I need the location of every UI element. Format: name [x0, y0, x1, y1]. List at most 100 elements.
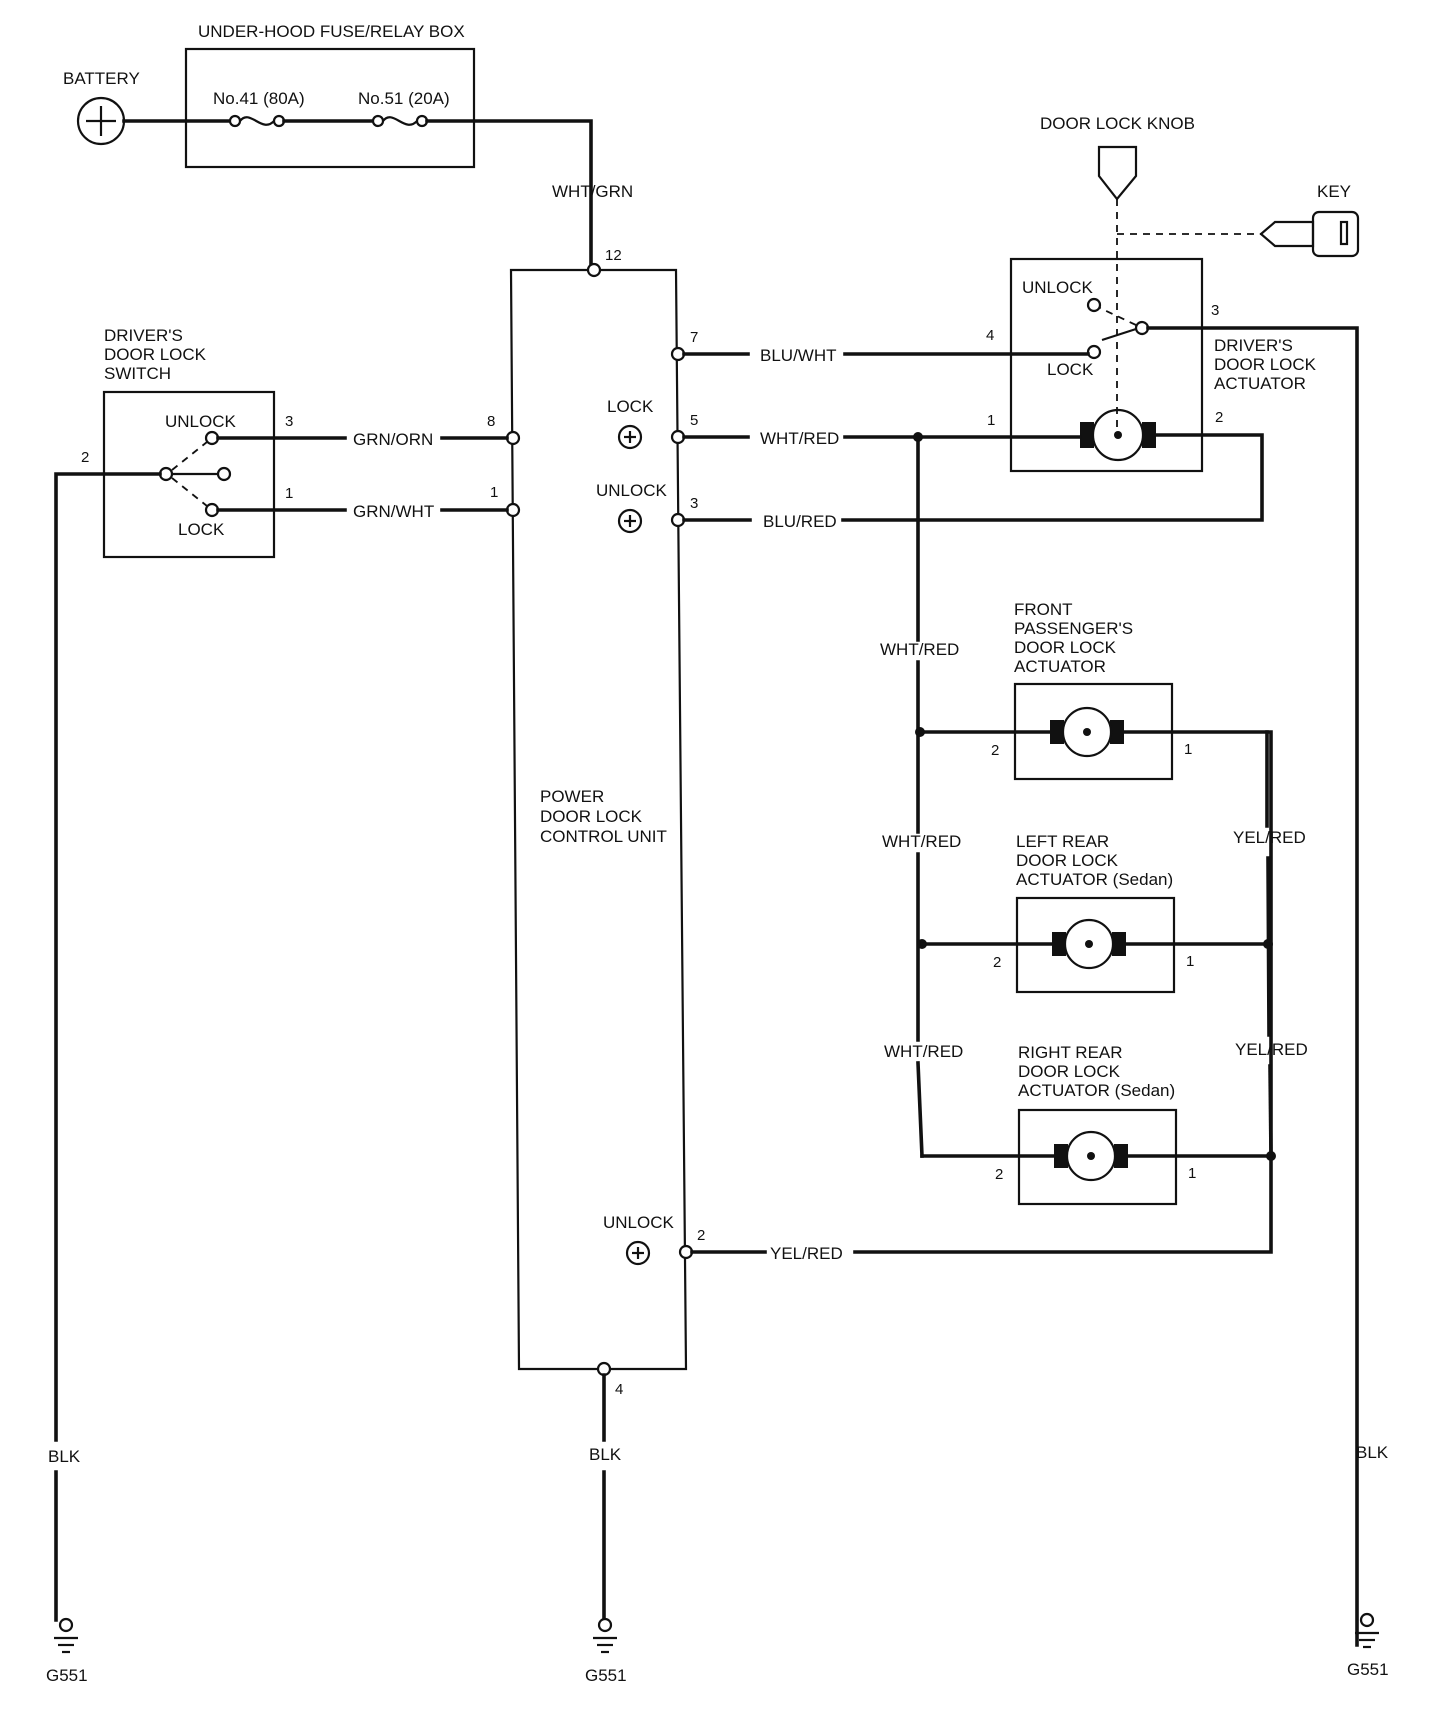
- driver-switch-unlock-label: UNLOCK: [165, 412, 237, 431]
- right-rear-door-lock-actuator: RIGHT REAR DOOR LOCK ACTUATOR (Sedan) 2 …: [920, 1043, 1273, 1206]
- control-unit-title-3: CONTROL UNIT: [540, 827, 667, 846]
- control-unit-right-wires: BLU/WHT WHT/RED BLU/RED YEL/RED: [682, 326, 1359, 1647]
- wire-wht-red-2-label: WHT/RED: [882, 832, 961, 851]
- left-rear-title-1: LEFT REAR: [1016, 832, 1109, 851]
- driver-switch-title-2: DOOR LOCK: [104, 345, 207, 364]
- left-rear-motor: [1063, 918, 1115, 970]
- yel-red-bus: YEL/RED YEL/RED: [1233, 730, 1308, 1161]
- cu-pin-8: 8: [487, 413, 495, 430]
- cu-pin-4: 4: [615, 1381, 623, 1398]
- wire-grn-orn-label: GRN/ORN: [353, 430, 433, 449]
- wire-wht-red-main-label: WHT/RED: [760, 429, 839, 448]
- wire-yel-red-2-label: YEL/RED: [1235, 1040, 1308, 1059]
- ground-left-label: G551: [46, 1666, 88, 1685]
- wire-wht-grn: [425, 119, 593, 272]
- switch-to-control-unit-wires: GRN/ORN GRN/WHT: [216, 430, 509, 521]
- right-rear-title-1: RIGHT REAR: [1018, 1043, 1123, 1062]
- left-rear-title-3: ACTUATOR (Sedan): [1016, 870, 1173, 889]
- ground-center-g551: G551: [585, 1617, 627, 1685]
- under-hood-fuse-relay-box: UNDER-HOOD FUSE/RELAY BOX No.41 (80A) No…: [122, 22, 633, 272]
- ground-right-g551: G551: [1347, 1612, 1389, 1679]
- front-passenger-title-4: ACTUATOR: [1014, 657, 1106, 676]
- driver-actuator-title-1: DRIVER'S: [1214, 336, 1293, 355]
- wire-blu-red: [841, 433, 1264, 522]
- fuse-51-terminal-a: [371, 114, 385, 128]
- driver-actuator-pin-4: 4: [986, 327, 994, 344]
- driver-switch-pin-2: 2: [81, 449, 89, 466]
- key-label: KEY: [1317, 182, 1351, 201]
- wire-blk-left-label: BLK: [48, 1447, 81, 1466]
- right-rear-pin-2: 2: [995, 1166, 1003, 1183]
- fuse-51-symbol: [382, 116, 418, 126]
- ground-right-label: G551: [1347, 1660, 1389, 1679]
- left-rear-pin-1: 1: [1186, 953, 1194, 970]
- driver-actuator-lock-label: LOCK: [1047, 360, 1094, 379]
- cu-lock-plus-icon: [617, 424, 643, 450]
- control-unit-title-1: POWER: [540, 787, 604, 806]
- left-rear-door-lock-actuator: LEFT REAR DOOR LOCK ACTUATOR (Sedan) 2 1: [920, 832, 1270, 994]
- driver-actuator-pin-2: 2: [1215, 409, 1223, 426]
- cu-pin-1: 1: [490, 484, 498, 501]
- cu-lock-label: LOCK: [607, 397, 654, 416]
- wire-wht-grn-label: WHT/GRN: [552, 182, 633, 201]
- ground-center-label: G551: [585, 1666, 627, 1685]
- front-passenger-door-lock-actuator: FRONT PASSENGER'S DOOR LOCK ACTUATOR 2 1: [918, 600, 1192, 781]
- key: KEY: [1117, 182, 1360, 258]
- ground-left-g551: G551: [46, 1617, 88, 1685]
- cu-pin-2: 2: [697, 1227, 705, 1244]
- wire-wht-red-1-label: WHT/RED: [880, 640, 959, 659]
- fuse-41-terminal-a: [228, 114, 242, 128]
- cu-pin-3: 3: [690, 495, 698, 512]
- cu-pin-7: 7: [690, 329, 698, 346]
- right-rear-motor: [1065, 1130, 1117, 1182]
- ground-wires: BLK BLK BLK: [48, 472, 1389, 1622]
- wire-yel-red-1-label: YEL/RED: [1233, 828, 1306, 847]
- door-lock-knob-symbol: [1097, 145, 1138, 201]
- control-unit-outline: [509, 268, 688, 1371]
- drivers-door-lock-actuator: UNLOCK LOCK DRIVER'S DOOR LOCK ACTUATOR …: [986, 257, 1317, 473]
- wire-yel-red-main: [853, 730, 1273, 1254]
- wire-blu-wht-label: BLU/WHT: [760, 346, 837, 365]
- driver-switch-pin-3: 3: [285, 413, 293, 430]
- fuse-51-label: No.51 (20A): [358, 89, 450, 108]
- front-passenger-motor: [1061, 706, 1113, 758]
- cu-pin-12-terminal: [586, 262, 602, 278]
- left-rear-title-2: DOOR LOCK: [1016, 851, 1119, 870]
- wht-red-bus: WHT/RED WHT/RED WHT/RED: [880, 432, 963, 1158]
- control-unit-title-2: DOOR LOCK: [540, 807, 643, 826]
- battery-label: BATTERY: [63, 69, 140, 88]
- door-lock-knob-label: DOOR LOCK KNOB: [1040, 114, 1195, 133]
- wire-blk-right-label: BLK: [1356, 1443, 1389, 1462]
- driver-switch-title-1: DRIVER'S: [104, 326, 183, 345]
- cu-unlock-plus-icon-2: [625, 1240, 651, 1266]
- driver-switch-title-3: SWITCH: [104, 364, 171, 383]
- right-rear-title-3: ACTUATOR (Sedan): [1018, 1081, 1175, 1100]
- driver-actuator-motor: [1091, 408, 1145, 462]
- power-door-lock-control-unit: POWER DOOR LOCK CONTROL UNIT 1 2 7 LOCK 5…: [487, 247, 705, 1398]
- driver-actuator-unlock-label: UNLOCK: [1022, 278, 1094, 297]
- cu-pin-5: 5: [690, 412, 698, 429]
- fuse-box-outline: [184, 47, 476, 169]
- wire-grn-wht-label: GRN/WHT: [353, 502, 434, 521]
- drivers-door-lock-switch: DRIVER'S DOOR LOCK SWITCH UNLOCK LOCK 3 …: [81, 326, 293, 559]
- driver-actuator-outline: [1009, 257, 1204, 473]
- driver-actuator-title-3: ACTUATOR: [1214, 374, 1306, 393]
- driver-actuator-title-2: DOOR LOCK: [1214, 355, 1317, 374]
- key-icon: [1311, 210, 1360, 258]
- right-rear-title-2: DOOR LOCK: [1018, 1062, 1121, 1081]
- right-rear-pin-1: 1: [1188, 1165, 1196, 1182]
- front-passenger-title-2: PASSENGER'S: [1014, 619, 1133, 638]
- cu-unlock-label-2: UNLOCK: [603, 1213, 675, 1232]
- front-passenger-pin-2: 2: [991, 742, 999, 759]
- driver-switch-lock-label: LOCK: [178, 520, 225, 539]
- wire-blu-red-label: BLU/RED: [763, 512, 837, 531]
- battery: BATTERY: [63, 69, 140, 146]
- fuse-41-symbol: [239, 116, 275, 126]
- cu-unlock-label-1: UNLOCK: [596, 481, 668, 500]
- driver-actuator-pin-3: 3: [1211, 302, 1219, 319]
- driver-actuator-pin-1: 1: [987, 412, 995, 429]
- front-passenger-pin-1: 1: [1184, 741, 1192, 758]
- fuse-41-label: No.41 (80A): [213, 89, 305, 108]
- fuse-box-title: UNDER-HOOD FUSE/RELAY BOX: [198, 22, 465, 41]
